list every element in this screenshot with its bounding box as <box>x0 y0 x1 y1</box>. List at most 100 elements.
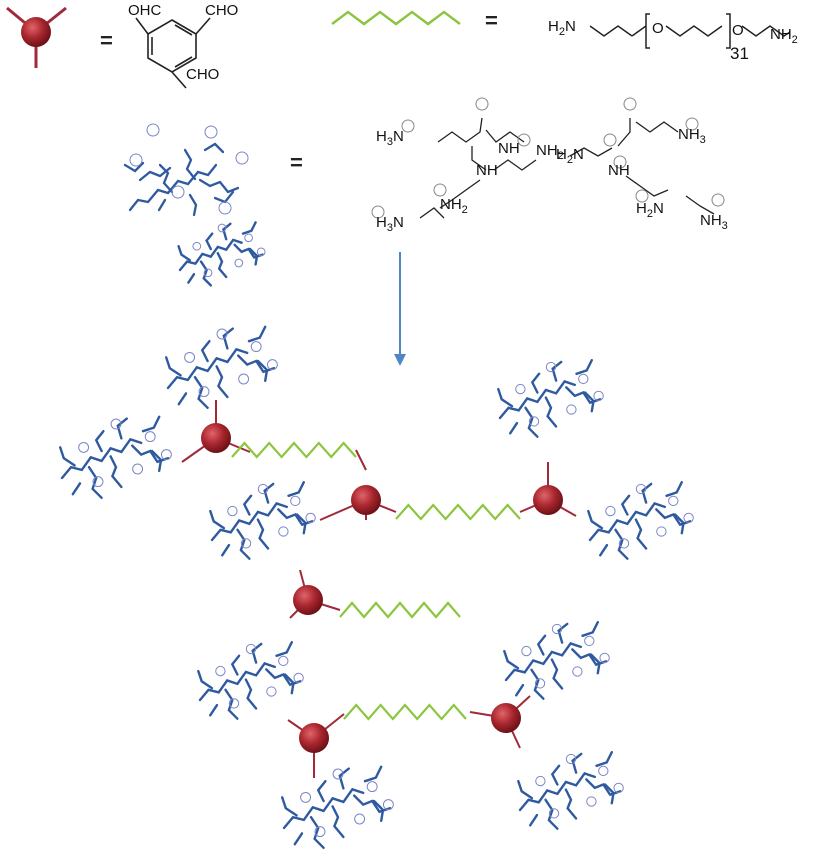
pei-branch <box>564 788 578 820</box>
pei-branch <box>209 509 226 530</box>
positive-charge-circle-icon <box>668 495 679 507</box>
pei-amine-label: NH2 <box>440 196 468 216</box>
pei-cluster <box>503 620 610 700</box>
pei-amine-label: NH3 <box>700 212 728 232</box>
peg-h2n-label: H2N <box>548 18 576 38</box>
positive-charge-circle-icon <box>566 404 577 415</box>
pei-branch <box>581 620 600 637</box>
positive-charge-circle-icon <box>613 782 624 794</box>
positive-charge-circle-icon <box>551 623 563 635</box>
positive-charge-circle-icon <box>618 538 630 549</box>
peg-oxygen-inner: O <box>652 20 664 37</box>
positive-charge-circle-icon <box>234 258 244 268</box>
pei-branch <box>544 798 559 830</box>
positive-charge-circle-icon <box>598 765 609 777</box>
positive-charge-circle-icon <box>565 753 577 765</box>
pei-branch <box>530 372 541 394</box>
positive-charge-circle-icon <box>132 463 144 475</box>
pei-amine-label: NH <box>476 162 498 179</box>
pei-branch <box>200 339 211 363</box>
pei-branch <box>187 273 196 284</box>
pei-cluster <box>517 750 624 830</box>
pei-branch <box>372 799 385 823</box>
pei-branch <box>641 482 653 504</box>
positive-charge-circle-icon <box>240 538 252 549</box>
peg-repeat-count: 31 <box>730 44 749 63</box>
pei-cluster <box>177 221 266 287</box>
positive-charge-circle-icon <box>266 359 278 371</box>
pei-cluster <box>587 480 694 560</box>
pei-branch <box>503 649 520 670</box>
positive-charge-circle-icon <box>584 635 595 647</box>
positive-charge-circle-icon <box>366 781 378 793</box>
pei-branch <box>109 455 123 489</box>
pei-branch <box>588 502 667 542</box>
positive-charge-circle-icon <box>515 383 526 395</box>
pei-branch <box>222 327 235 350</box>
pei-branch <box>665 480 684 497</box>
pei-branch <box>263 482 275 504</box>
pei-branch <box>242 494 253 516</box>
pei-branch <box>551 360 563 382</box>
trialdehyde-structure <box>135 17 211 89</box>
equals-sign-2: = <box>485 8 498 33</box>
equals-sign-3: = <box>290 150 303 175</box>
pei-branch <box>575 358 594 375</box>
positive-charge-circle-icon <box>354 813 366 825</box>
peg-nh2-label: NH2 <box>770 26 798 46</box>
pei-branch <box>277 508 314 527</box>
pei-branch <box>634 518 648 550</box>
positive-charge-circle-icon <box>586 796 597 807</box>
pei-branch <box>221 543 231 557</box>
peg-legend-icon <box>331 10 461 26</box>
positive-charge-circle-icon <box>250 341 262 353</box>
positive-charge-circle-icon <box>192 241 202 251</box>
pei-branch <box>589 653 601 675</box>
positive-charge-circle-icon <box>578 373 589 385</box>
cho-label-right: CHO <box>205 2 239 19</box>
pei-branch <box>233 243 264 259</box>
positive-charge-circle-icon <box>266 686 277 697</box>
pei-branch <box>193 375 209 410</box>
pei-branch <box>224 688 239 720</box>
positive-charge-circle-icon <box>290 495 301 507</box>
pei-branch <box>141 415 161 433</box>
crosslinked-network <box>58 221 694 850</box>
peg-chain <box>231 441 357 459</box>
positive-charge-circle-icon <box>332 768 344 780</box>
pei-branch <box>178 238 243 272</box>
crosslinker-legend-icon <box>6 6 67 68</box>
crosslink-bond <box>355 449 367 471</box>
pei-branch <box>544 396 558 428</box>
positive-charge-circle-icon <box>534 678 546 689</box>
pei-branch <box>599 543 609 557</box>
pei-branch <box>338 767 351 790</box>
pei-branch <box>504 642 583 682</box>
positive-charge-circle-icon <box>545 361 557 373</box>
positive-charge-circle-icon <box>599 652 610 664</box>
positive-charge-circle-icon <box>605 505 616 517</box>
positive-charge-circle-icon <box>227 505 238 517</box>
peg-chain <box>395 503 521 521</box>
crosslinker-node <box>201 423 231 453</box>
positive-charge-circle-icon <box>314 826 326 838</box>
pei-branch <box>58 446 76 467</box>
pei-branch <box>241 221 257 235</box>
pei-branch <box>71 482 82 496</box>
positive-charge-circle-icon <box>528 416 540 427</box>
pei-cluster <box>209 480 316 560</box>
pei-branch <box>353 794 392 814</box>
cho-label-left: OHC <box>128 2 162 19</box>
pei-branch <box>94 429 105 453</box>
pei-branch <box>247 325 267 343</box>
crosslinker-node <box>351 485 381 515</box>
pei-cluster <box>197 640 304 720</box>
pei-branch <box>515 683 525 697</box>
pei-branch <box>87 465 103 500</box>
positive-charge-circle-icon <box>92 476 104 488</box>
pei-branch <box>316 779 327 803</box>
peg-chain <box>343 703 467 721</box>
pei-structure-charges <box>371 97 725 219</box>
pei-branch <box>166 347 249 390</box>
pei-branch <box>331 805 345 839</box>
